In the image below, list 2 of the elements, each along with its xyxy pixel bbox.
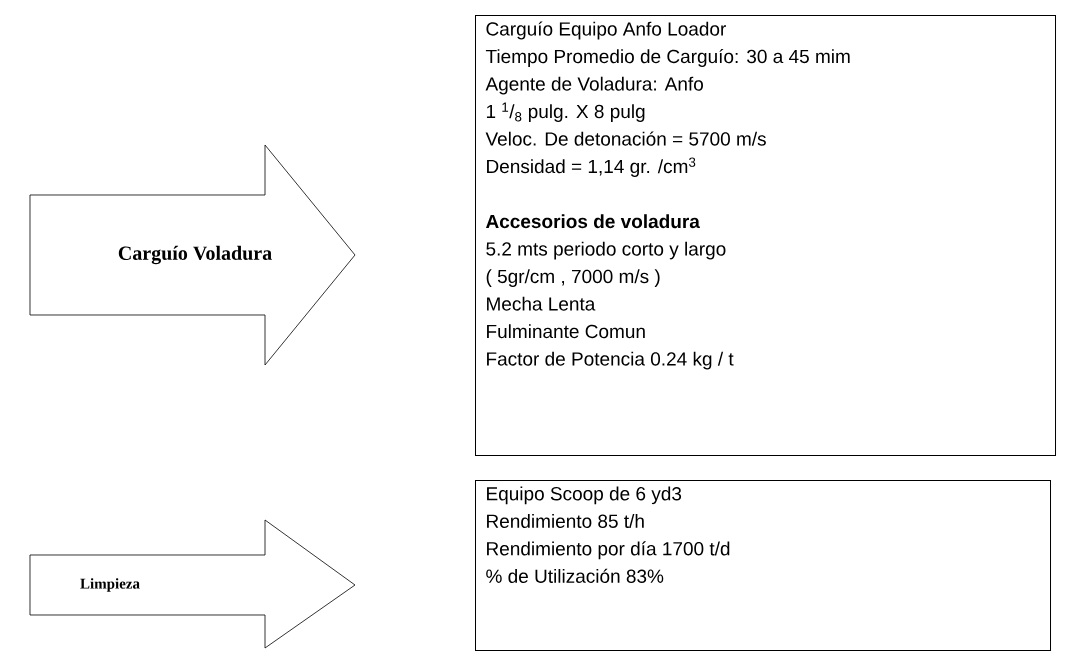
text-box: Carguío Equipo Anfo Loador Tiempo Promedio de Carguío: 30 a 45 mim Agente de Voladura: Anfo 1 $^{1}$/$_{8}$ pulg. X 8 pulg Veloc. De detonación = 5700 m/s Densidad = 1,14 gr. /cm$^{3}$ Accesorios de voladura 5.2 mts periodo corto y largo ( 5gr/cm , 7000 m/s ) Mecha Lenta Fulminante Comun Factor de Potencia 0.24 kg / t [475,15,1056,456]
text-box: Equipo Scoop de 6 yd3 Rendimiento 85 t/h Rendimiento por día 1700 t/d % de Utilización 83% [475,480,1051,651]
